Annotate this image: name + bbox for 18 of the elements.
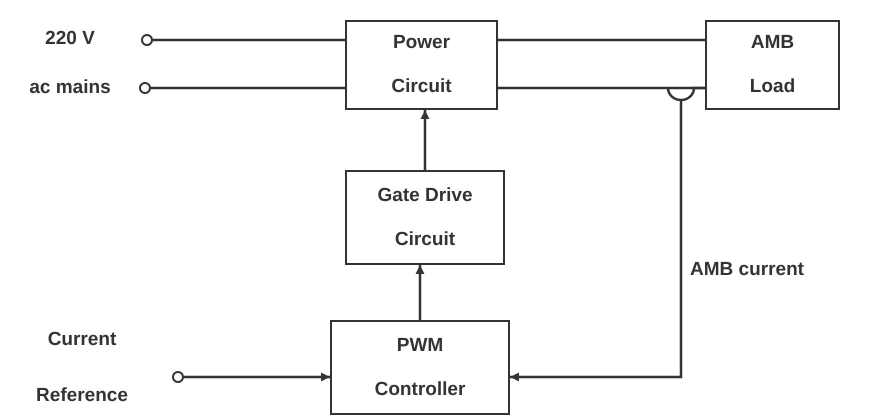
block-label: PWM Controller: [374, 334, 466, 402]
connector-line: [151, 86, 345, 90]
sense-line: [510, 86, 705, 382]
block-box: [330, 320, 510, 415]
block-label: Gate Drive Circuit: [376, 184, 474, 252]
block-box: [345, 20, 498, 110]
terminal-label: ac mains: [28, 76, 112, 100]
connector-line: [498, 38, 705, 42]
block-label: AMB Load: [748, 31, 796, 99]
terminal-label: Current Reference: [35, 328, 129, 408]
connector-line: [420, 110, 430, 170]
block-label: Power Circuit: [390, 31, 453, 99]
connector-line: [416, 265, 424, 320]
connector-line: [153, 38, 345, 42]
terminal-label: 220 V: [44, 27, 96, 51]
block-box: [705, 20, 840, 110]
block-box: [345, 170, 505, 265]
connector-line: [184, 372, 330, 382]
